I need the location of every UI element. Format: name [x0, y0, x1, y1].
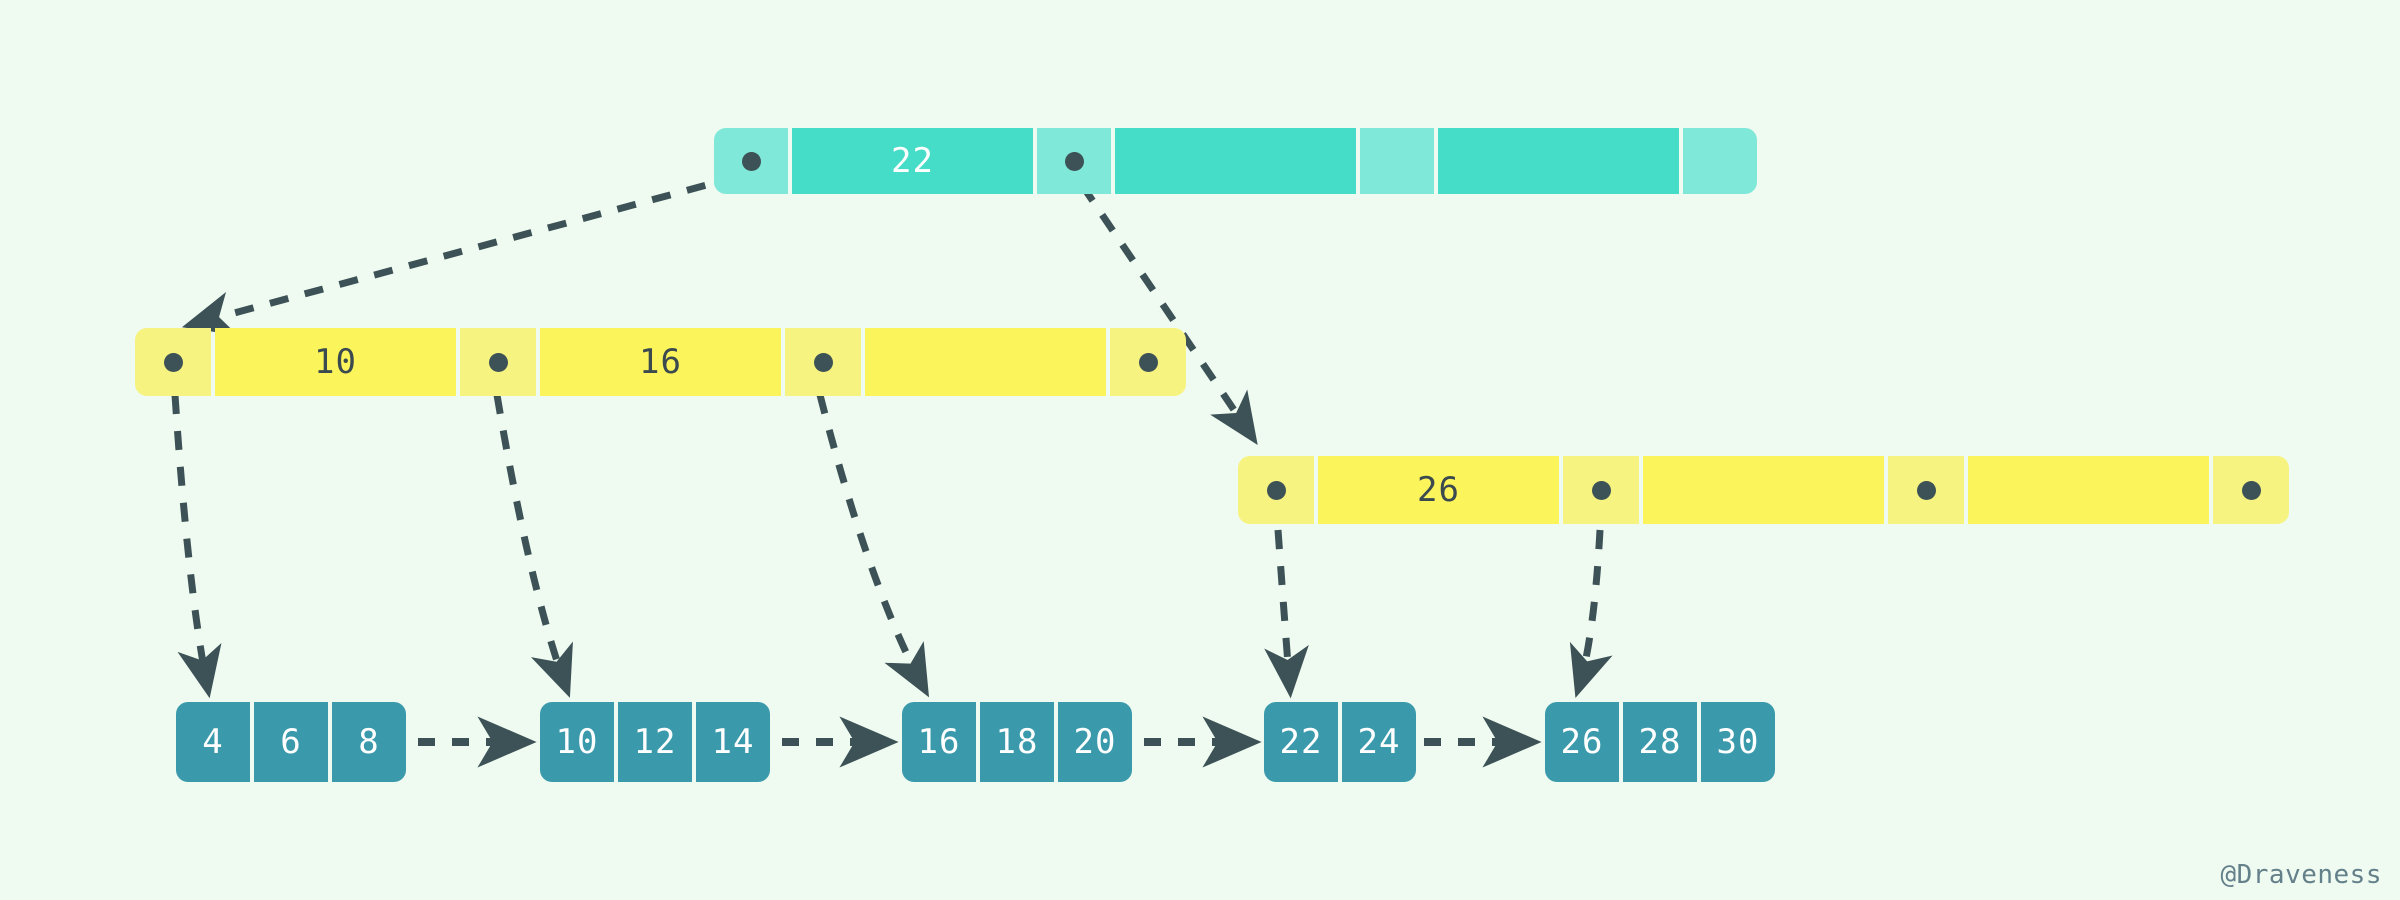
edge-internal-left-to-leaf-3 [816, 394, 930, 698]
root-pointer-cell-0[interactable] [714, 128, 788, 194]
leaf-cell: 20 [1058, 702, 1132, 782]
leaf-cell: 30 [1701, 702, 1775, 782]
pointer-dot-icon [1266, 480, 1286, 500]
internal-node-right[interactable]: 26 [1238, 456, 2289, 524]
edge-internal-left-to-leaf-2 [493, 394, 573, 698]
leaf-cell: 12 [618, 702, 692, 782]
pointer-dot-icon [488, 352, 508, 372]
pointer-dot-icon [1591, 480, 1611, 500]
internal-left-pointer-cell-3[interactable] [1110, 328, 1186, 396]
root-key-cell-0: 22 [792, 128, 1033, 194]
pointer-dot-icon [813, 352, 833, 372]
internal-right-key-cell-1 [1643, 456, 1884, 524]
internal-left-pointer-cell-1[interactable] [460, 328, 536, 396]
pointer-dot-icon [2241, 480, 2261, 500]
leaf-cell: 28 [1623, 702, 1697, 782]
root-key-cell-2 [1438, 128, 1679, 194]
internal-left-key-cell-2 [865, 328, 1106, 396]
pointer-dot-icon [1138, 352, 1158, 372]
internal-left-key-cell-0: 10 [215, 328, 456, 396]
internal-right-pointer-cell-2[interactable] [1888, 456, 1964, 524]
root-pointer-cell-3[interactable] [1683, 128, 1757, 194]
pointer-dot-icon [1916, 480, 1936, 500]
edge-internal-right-to-leaf-5 [1569, 529, 1613, 699]
leaf-node-5[interactable]: 26 28 30 [1545, 702, 1775, 782]
leaf-cell: 26 [1545, 702, 1619, 782]
leaf-cell: 8 [332, 702, 406, 782]
internal-node-left[interactable]: 10 16 [135, 328, 1186, 396]
leaf-cell: 14 [696, 702, 770, 782]
leaf-node-2[interactable]: 10 12 14 [540, 702, 770, 782]
leaf-cell: 18 [980, 702, 1054, 782]
leaf-node-4[interactable]: 22 24 [1264, 702, 1416, 782]
internal-right-pointer-cell-0[interactable] [1238, 456, 1314, 524]
leaf-node-1[interactable]: 4 6 8 [176, 702, 406, 782]
leaf-cell: 6 [254, 702, 328, 782]
leaf-cell: 10 [540, 702, 614, 782]
internal-right-key-cell-0: 26 [1318, 456, 1559, 524]
internal-right-key-cell-2 [1968, 456, 2209, 524]
root-pointer-cell-2[interactable] [1360, 128, 1434, 194]
leaf-node-3[interactable]: 16 18 20 [902, 702, 1132, 782]
leaf-cell: 22 [1264, 702, 1338, 782]
internal-left-pointer-cell-2[interactable] [785, 328, 861, 396]
pointer-dot-icon [1064, 151, 1084, 171]
internal-left-pointer-cell-0[interactable] [135, 328, 211, 396]
watermark-credit: @Draveness [2220, 860, 2382, 890]
pointer-dot-icon [741, 151, 761, 171]
edge-internal-left-to-leaf-1 [171, 394, 222, 699]
root-key-cell-1 [1115, 128, 1356, 194]
pointer-dot-icon [163, 352, 183, 372]
leaf-cell: 4 [176, 702, 250, 782]
edge-root-to-internal-right [1079, 183, 1258, 445]
root-pointer-cell-1[interactable] [1037, 128, 1111, 194]
internal-right-pointer-cell-1[interactable] [1563, 456, 1639, 524]
edge-internal-right-to-leaf-4 [1264, 529, 1309, 699]
internal-left-key-cell-1: 16 [540, 328, 781, 396]
leaf-cell: 16 [902, 702, 976, 782]
root-node[interactable]: 22 [714, 128, 1757, 194]
leaf-cell: 24 [1342, 702, 1416, 782]
edge-root-to-internal-left [181, 172, 741, 336]
internal-right-pointer-cell-3[interactable] [2213, 456, 2289, 524]
